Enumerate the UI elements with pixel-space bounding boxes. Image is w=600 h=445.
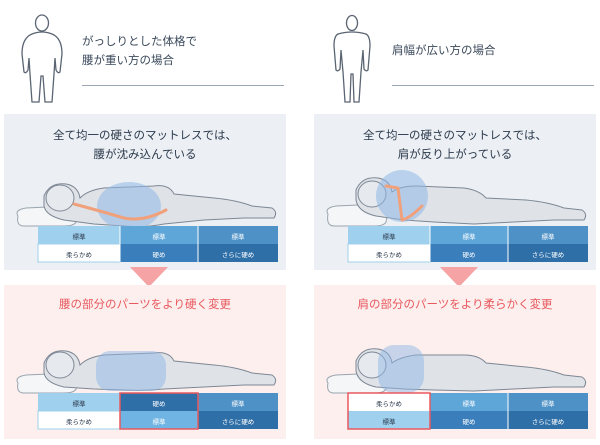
sleeper-illustration — [16, 182, 278, 263]
sleeper-scene-before: 標準 標準 標準 柔らかめ 硬め さらに硬め — [4, 166, 286, 266]
mattress-bottom-label: 硬め — [462, 418, 476, 426]
header-divider — [392, 85, 594, 86]
mattress-bottom-label: 標準 — [152, 418, 166, 426]
mattress-top-label: 標準 — [462, 400, 476, 408]
mattress — [347, 226, 588, 263]
mattress-top-label: 標準 — [72, 400, 86, 408]
header-wide-shoulders: 肩幅が広い方の場合 — [314, 0, 596, 112]
column-wide-shoulders: 肩幅が広い方の場合 全て均一の硬さのマットレスでは、 肩が反り上がっている — [314, 0, 596, 445]
mattress-bottom-label: 硬め — [152, 251, 166, 259]
mattress — [37, 392, 278, 430]
panel-title-after: 肩の部分のパーツをより柔らかく変更 — [357, 297, 553, 311]
mattress-top-label: 標準 — [541, 400, 555, 408]
mattress-bottom-label: さらに硬め — [531, 418, 565, 426]
head-shape — [45, 351, 75, 379]
panel-title-before: 全て均一の硬さのマットレスでは、 腰が沈み込んでいる — [53, 128, 237, 161]
mattress-top-label: 標準 — [231, 400, 245, 408]
mattress-top-label: 標準 — [72, 233, 86, 241]
person-broad-shoulders-icon — [333, 14, 371, 103]
panel-after-wide-shoulders: 肩の部分のパーツをより柔らかく変更 柔らかめ 標準 — [314, 285, 596, 439]
mattress — [347, 392, 588, 430]
mattress-top-label: 硬め — [152, 400, 166, 408]
head-shape — [45, 184, 75, 212]
mattress-top-label: 標準 — [152, 233, 166, 241]
header-heavy-hips: がっしりとした体格で 腰が重い方の場合 — [4, 0, 286, 112]
mattress-top-label: 標準 — [541, 233, 555, 241]
mattress-bottom-label: さらに硬め — [221, 418, 255, 426]
down-arrow-icon — [440, 267, 478, 287]
panel-title-before: 全て均一の硬さのマットレスでは、 肩が反り上がっている — [363, 128, 547, 161]
sleeper-scene-before: 標準 標準 標準 柔らかめ 硬め さらに硬め — [314, 166, 596, 266]
panel-title-after: 腰の部分のパーツをより硬く変更 — [58, 297, 232, 311]
mattress-bottom-label: 柔らかめ — [376, 251, 402, 259]
mattress-bottom-label: 硬め — [462, 251, 476, 259]
hip-highlight — [97, 182, 161, 230]
down-arrow-icon — [130, 267, 168, 287]
sleeper-illustration — [326, 170, 588, 263]
shoulder-highlight — [376, 170, 428, 222]
mattress — [37, 226, 278, 263]
mattress-top-label: 標準 — [382, 233, 396, 241]
mattress-top-label: 標準 — [462, 233, 476, 241]
person-stocky-icon — [21, 14, 63, 103]
spine-line — [384, 184, 424, 222]
sleeper-illustration — [16, 350, 278, 430]
hip-highlight — [96, 351, 166, 391]
mattress-bottom-label: 標準 — [382, 418, 396, 426]
sleeper-scene-after: 標準 硬め 標準 柔らかめ 標準 さらに硬め — [4, 333, 286, 433]
mattress-bottom-label: 柔らかめ — [66, 418, 92, 426]
shoulder-highlight — [378, 345, 424, 393]
mattress-top-label: 標準 — [231, 233, 245, 241]
mattress-bottom-label: 柔らかめ — [66, 251, 92, 259]
sleeper-illustration — [326, 345, 588, 430]
spine-line — [72, 202, 168, 221]
header-caption: がっしりとした体格で 腰が重い方の場合 — [82, 34, 197, 67]
column-heavy-hips: がっしりとした体格で 腰が重い方の場合 全て均一の硬さのマットレスでは、 腰が沈… — [4, 0, 286, 445]
mattress-bottom-label: さらに硬め — [221, 251, 255, 259]
panel-before-wide-shoulders: 全て均一の硬さのマットレスでは、 肩が反り上がっている — [314, 114, 596, 270]
panel-after-heavy-hips: 腰の部分のパーツをより硬く変更 標準 硬め 標準 柔 — [4, 285, 286, 439]
panel-before-heavy-hips: 全て均一の硬さのマットレスでは、 腰が沈み込んでいる — [4, 114, 286, 270]
mattress-top-label: 柔らかめ — [376, 400, 402, 408]
mattress-bottom-label: さらに硬め — [531, 251, 565, 259]
sleeper-scene-after: 柔らかめ 標準 標準 標準 硬め さらに硬め — [314, 333, 596, 433]
header-divider — [82, 85, 284, 86]
header-caption: 肩幅が広い方の場合 — [392, 43, 496, 57]
